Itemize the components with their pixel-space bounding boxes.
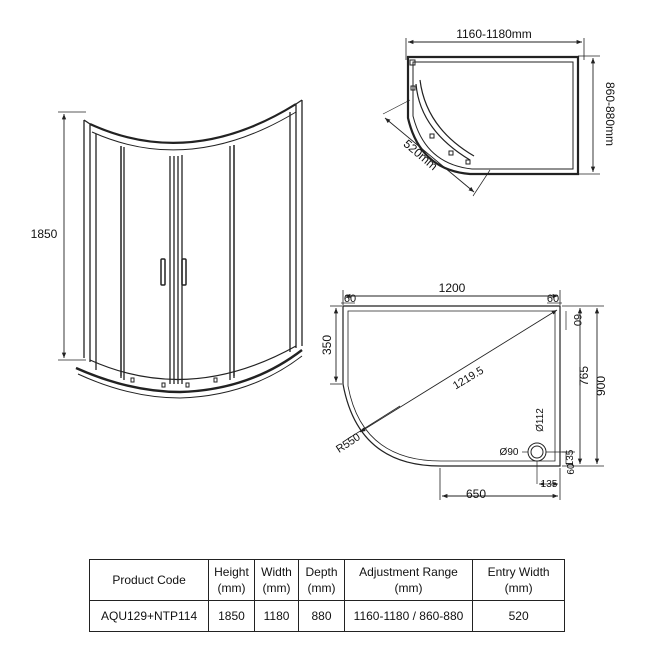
depth-cell: 880 — [298, 600, 345, 632]
tray-waste-side-label: 135 — [565, 449, 576, 466]
header-cell: Height(mm) — [208, 559, 255, 601]
tray-straight-length-label: 650 — [466, 487, 486, 501]
plan-entry-label: 520mm — [401, 137, 441, 173]
width-cell: 1180 — [253, 600, 300, 632]
tray-radius-label: R550 — [334, 431, 363, 455]
adjustment-range-cell: 1160-1180 / 860-880 — [343, 600, 474, 632]
product-code-cell: AQU129+NTP114 — [88, 600, 210, 632]
entry-width-cell: 520 — [472, 600, 565, 632]
tray-waste-outer-label: Ø112 — [535, 408, 546, 432]
tray-overall-depth-label: 900 — [594, 376, 608, 396]
tray-left-margin-label: 60 — [344, 293, 356, 305]
tray-top-margin-label: 60 — [571, 314, 583, 326]
front-view — [58, 99, 303, 399]
header-cell: Depth(mm) — [298, 559, 345, 601]
height-cell: 1850 — [208, 600, 255, 632]
plan-depth-label: 860-880mm — [603, 82, 617, 146]
tray-waste-inner-label: Ø90 — [500, 447, 519, 458]
tray-waste-inner — [530, 445, 544, 459]
front-height-label: 1850 — [31, 227, 58, 241]
tray-outline — [342, 305, 561, 467]
bottom-curved-rail — [89, 345, 297, 380]
tray-bottom-margin-label: 60 — [566, 463, 577, 475]
header-cell: Entry Width(mm) — [472, 559, 565, 601]
door-rollers — [130, 377, 218, 388]
spec-table: Product Code Height(mm) Width(mm) Depth(… — [88, 559, 565, 632]
tray-right-margin-label: 60 — [547, 293, 559, 305]
technical-drawing: 1850 1160-1180mm 860-880mm 520mm — [31, 27, 617, 501]
door-handle-right — [181, 258, 187, 286]
header-cell: Width(mm) — [253, 559, 300, 601]
fixed-panel-right — [233, 112, 291, 376]
fixed-panel-left — [95, 134, 122, 376]
tray-width-label: 1200 — [439, 281, 466, 295]
plan-view — [382, 38, 600, 197]
spec-table-row: AQU129+NTP114 1850 1180 880 1160-1180 / … — [88, 600, 565, 632]
height-dimension — [58, 111, 86, 361]
right-frame-post — [295, 99, 303, 348]
sliding-door-left — [120, 146, 175, 384]
tray-waste-bottom-label: 135 — [541, 479, 558, 490]
header-cell: Adjustment Range(mm) — [343, 559, 474, 601]
spec-table-header-row: Product Code Height(mm) Width(mm) Depth(… — [88, 559, 565, 601]
top-curved-rail — [89, 103, 297, 144]
tray-diagonal-label: 1219.5 — [451, 365, 486, 393]
tray-view — [330, 290, 604, 500]
plan-width-label: 1160-1180mm — [456, 27, 532, 41]
header-cell: Product Code — [88, 559, 210, 601]
shower-tray-edge — [75, 349, 303, 394]
left-frame-post — [83, 119, 91, 362]
tray-curve-start-label: 350 — [320, 335, 334, 355]
door-handle-left — [160, 258, 166, 286]
tray-inner-depth-label: 765 — [577, 366, 591, 386]
